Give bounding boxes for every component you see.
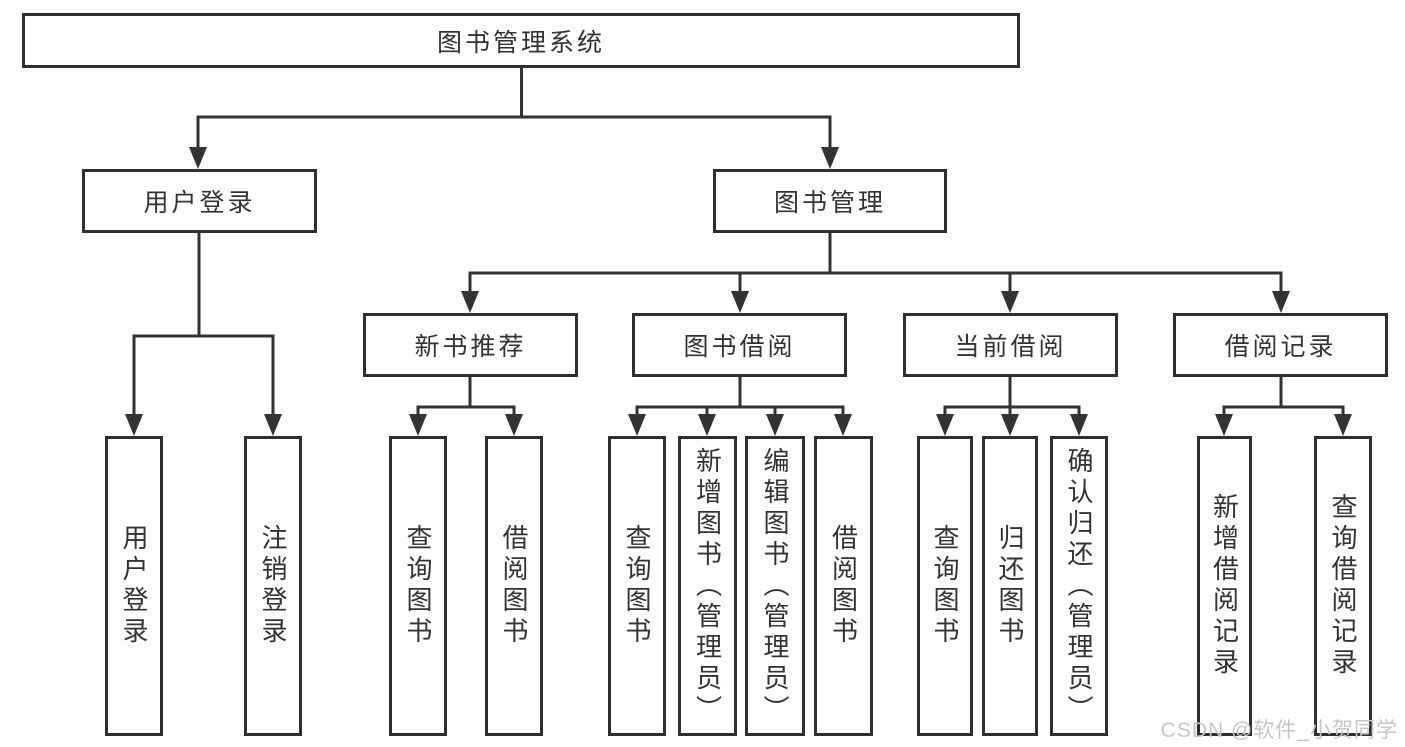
leaf-user-login: 用户登录 bbox=[105, 436, 163, 736]
node-book-borrow: 图书借阅 bbox=[632, 313, 847, 377]
leaf-add-book-admin: 新增图书（管理员） bbox=[678, 436, 737, 736]
leaf-return-book: 归还图书 bbox=[982, 436, 1038, 736]
leaf-query-books-borrow: 查询图书 bbox=[608, 436, 666, 736]
leaf-borrow-books: 借阅图书 bbox=[814, 436, 873, 736]
leaf-query-books-current: 查询图书 bbox=[917, 436, 973, 736]
leaf-label: 归还图书 bbox=[995, 524, 1025, 648]
leaf-label: 借阅图书 bbox=[499, 524, 529, 648]
leaf-label: 用户登录 bbox=[119, 524, 149, 648]
node-new-book-recommend: 新书推荐 bbox=[363, 313, 578, 377]
leaf-query-books-recommend: 查询图书 bbox=[389, 436, 447, 736]
leaf-borrow-books-recommend: 借阅图书 bbox=[485, 436, 543, 736]
leaf-edit-book-admin: 编辑图书（管理员） bbox=[745, 436, 805, 736]
node-current-borrow: 当前借阅 bbox=[903, 313, 1118, 377]
leaf-label: 新增图书（管理员） bbox=[692, 446, 723, 726]
leaf-label: 查询图书 bbox=[403, 524, 433, 648]
node-root: 图书管理系统 bbox=[22, 13, 1020, 68]
leaf-label: 借阅图书 bbox=[828, 524, 859, 648]
leaf-label: 新增借阅记录 bbox=[1209, 493, 1240, 679]
node-user-login: 用户登录 bbox=[82, 169, 317, 233]
watermark: CSDN @软件_小贺同学 bbox=[1160, 719, 1398, 742]
leaf-query-borrow-record: 查询借阅记录 bbox=[1314, 436, 1372, 736]
leaf-label: 查询图书 bbox=[930, 524, 960, 648]
node-book-management: 图书管理 bbox=[713, 169, 947, 233]
leaf-label: 确认归还（管理员） bbox=[1064, 446, 1094, 726]
leaf-confirm-return-admin: 确认归还（管理员） bbox=[1050, 436, 1108, 736]
arrowheads bbox=[125, 147, 1352, 436]
node-borrow-records: 借阅记录 bbox=[1173, 313, 1388, 377]
leaf-add-borrow-record: 新增借阅记录 bbox=[1197, 436, 1252, 736]
leaf-label: 注销登录 bbox=[258, 524, 288, 648]
leaf-logout: 注销登录 bbox=[244, 436, 302, 736]
leaf-label: 查询借阅记录 bbox=[1328, 493, 1358, 679]
leaf-label: 编辑图书（管理员） bbox=[760, 446, 790, 726]
leaf-label: 查询图书 bbox=[622, 524, 652, 648]
